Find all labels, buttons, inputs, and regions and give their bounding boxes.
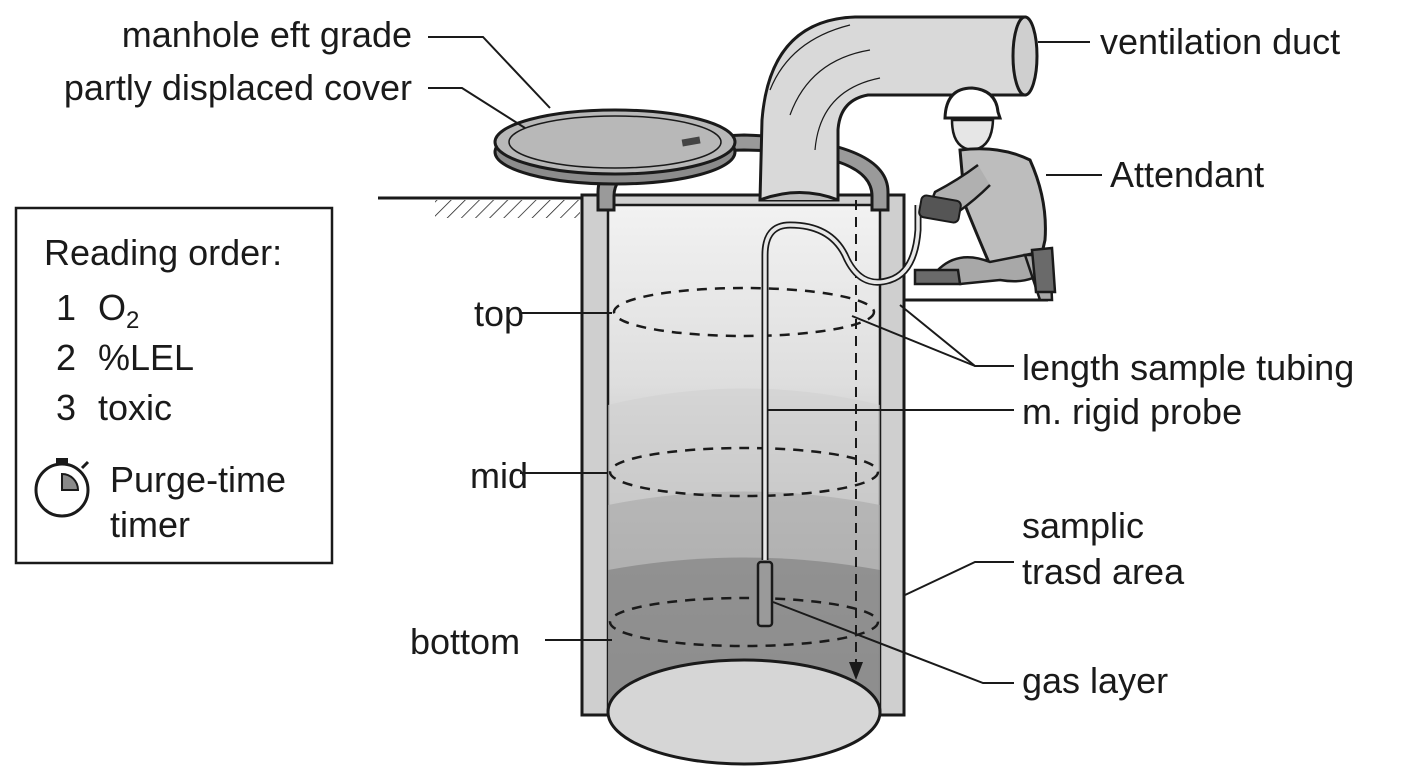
leader-lines [428, 36, 1102, 684]
label-gas-layer: gas layer [1022, 660, 1168, 701]
legend-title: Reading order: [44, 232, 282, 273]
label-sampling-area-2: trasd area [1022, 551, 1185, 592]
label-mid: mid [470, 455, 528, 496]
level-bottom-ring [608, 596, 880, 648]
sampling-levels [608, 286, 880, 648]
label-bottom: bottom [410, 621, 520, 662]
labels: manhole eft grade partly displaced cover… [64, 14, 1354, 701]
label-sample-tubing: length sample tubing [1022, 347, 1354, 388]
level-top-ring [612, 286, 876, 338]
label-rigid-probe: m. rigid probe [1022, 391, 1242, 432]
legend-timer-line2: timer [110, 504, 190, 545]
legend-item-1-num: 1 [56, 287, 76, 328]
legend-item-3-text: toxic [98, 387, 172, 428]
stopwatch-icon [34, 458, 90, 518]
sampling-probe [756, 205, 922, 628]
label-displaced-cover: partly displaced cover [64, 67, 412, 108]
legend-box: Reading order: 1 O2 2 %LEL 3 toxic Purge… [14, 206, 334, 565]
label-manhole-grade: manhole eft grade [122, 14, 412, 55]
legend-item-1-text: O2 [98, 287, 139, 334]
label-ventilation-duct: ventilation duct [1100, 21, 1340, 62]
ventilation-duct [758, 15, 1039, 680]
legend-item-2-num: 2 [56, 337, 76, 378]
legend-item-2-text: %LEL [98, 337, 194, 378]
legend-item-3-num: 3 [56, 387, 76, 428]
label-sampling-area-1: samplic [1022, 505, 1144, 546]
ground [378, 196, 1048, 302]
level-mid-ring [608, 446, 880, 498]
manhole-shaft [580, 193, 906, 766]
manhole-cover [493, 108, 737, 186]
label-top: top [474, 293, 524, 334]
attendant-figure [913, 86, 1057, 302]
label-attendant: Attendant [1110, 154, 1264, 195]
legend-timer-line1: Purge-time [110, 459, 286, 500]
